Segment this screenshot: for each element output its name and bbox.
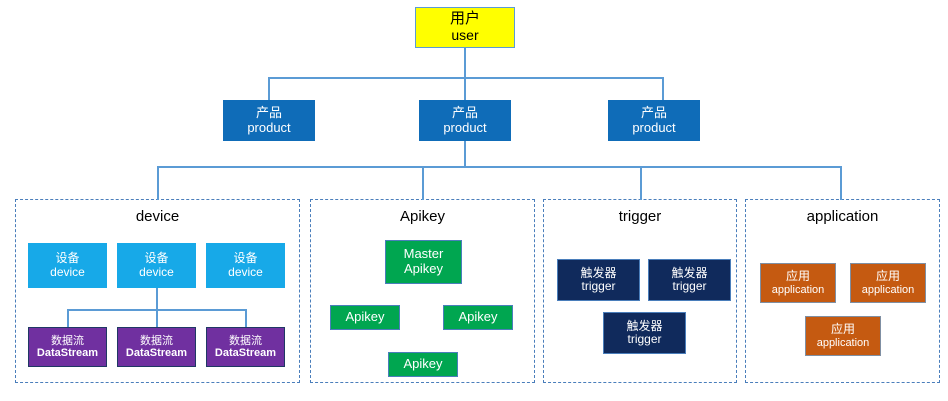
node-user-label-en: user (451, 27, 479, 44)
node-trigger-2[interactable]: 触发器 trigger (648, 259, 731, 301)
node-apikey-3[interactable]: Apikey (388, 352, 458, 377)
node-apikey-1-label: Apikey (345, 309, 385, 325)
node-product-1-label-en: product (247, 119, 291, 135)
connector-product-bus (268, 77, 664, 79)
node-application-3-label-en: application (816, 336, 870, 349)
node-datastream-1[interactable]: 数据流 DataStream (28, 327, 107, 367)
node-application-1-label-cn: 应用 (785, 269, 810, 284)
node-trigger-3-label-en: trigger (627, 332, 662, 346)
node-device-3-label-en: device (228, 264, 263, 279)
node-trigger-1[interactable]: 触发器 trigger (557, 259, 640, 301)
node-product-2-label-en: product (443, 119, 487, 135)
node-application-2[interactable]: 应用 application (850, 263, 926, 303)
connector-product-1 (268, 77, 270, 101)
node-apikey-2[interactable]: Apikey (443, 305, 513, 330)
node-datastream-3-label-en: DataStream (214, 347, 277, 359)
node-apikey-master-label: Master Apikey (403, 246, 444, 276)
node-trigger-3[interactable]: 触发器 trigger (603, 312, 686, 354)
node-application-1-label-en: application (771, 283, 825, 296)
connector-datastream-1 (67, 309, 69, 327)
node-apikey-3-label: Apikey (403, 356, 443, 372)
node-application-2-label-cn: 应用 (875, 269, 900, 284)
connector-datastream-3 (245, 309, 247, 327)
node-apikey-2-label: Apikey (458, 309, 498, 325)
node-device-1-label-en: device (50, 264, 85, 279)
node-device-3-label-cn: 设备 (233, 251, 258, 266)
node-apikey-1[interactable]: Apikey (330, 305, 400, 330)
panel-device-title: device (135, 208, 180, 225)
connector-panel-trigger (640, 166, 642, 200)
node-trigger-2-label-cn: 触发器 (671, 265, 708, 280)
connector-product-2 (464, 77, 466, 101)
panel-trigger-title: trigger (618, 208, 662, 225)
connector-panel-device (157, 166, 159, 200)
node-trigger-2-label-en: trigger (672, 279, 707, 293)
node-device-1[interactable]: 设备 device (28, 243, 107, 288)
node-datastream-3[interactable]: 数据流 DataStream (206, 327, 285, 367)
panel-application (745, 199, 940, 383)
node-trigger-1-label-en: trigger (581, 279, 616, 293)
connector-product-3 (662, 77, 664, 101)
node-datastream-1-label-cn: 数据流 (51, 334, 84, 347)
node-datastream-1-label-en: DataStream (36, 347, 99, 359)
panel-apikey-title: Apikey (399, 208, 446, 225)
node-device-2-label-en: device (139, 264, 174, 279)
connector-user-down (464, 47, 466, 79)
node-trigger-1-label-cn: 触发器 (580, 265, 617, 280)
node-device-2-label-cn: 设备 (144, 251, 169, 266)
node-datastream-2[interactable]: 数据流 DataStream (117, 327, 196, 367)
node-device-2[interactable]: 设备 device (117, 243, 196, 288)
node-application-3[interactable]: 应用 application (805, 316, 881, 356)
node-apikey-master[interactable]: Master Apikey (385, 240, 462, 284)
node-datastream-2-label-en: DataStream (125, 347, 188, 359)
node-product-3[interactable]: 产品 product (608, 100, 700, 141)
panel-application-title: application (806, 208, 879, 225)
node-trigger-3-label-cn: 触发器 (626, 318, 663, 333)
node-datastream-2-label-cn: 数据流 (140, 334, 173, 347)
node-device-1-label-cn: 设备 (55, 251, 80, 266)
node-application-2-label-en: application (861, 283, 915, 296)
node-application-3-label-cn: 应用 (830, 322, 855, 337)
connector-device-down (156, 288, 158, 311)
node-product-2[interactable]: 产品 product (419, 100, 511, 141)
node-user[interactable]: 用户 user (415, 7, 515, 48)
connector-panel-apikey (422, 166, 424, 200)
node-application-1[interactable]: 应用 application (760, 263, 836, 303)
connector-datastream-2 (156, 309, 158, 327)
node-product-1[interactable]: 产品 product (223, 100, 315, 141)
connector-panel-application (840, 166, 842, 200)
node-product-3-label-en: product (632, 119, 676, 135)
node-product-3-label-cn: 产品 (640, 104, 667, 120)
node-device-3[interactable]: 设备 device (206, 243, 285, 288)
node-product-2-label-cn: 产品 (451, 104, 478, 120)
connector-panel-bus (157, 166, 842, 168)
node-product-1-label-cn: 产品 (255, 104, 282, 120)
node-datastream-3-label-cn: 数据流 (229, 334, 262, 347)
connector-product-down (464, 141, 466, 168)
node-user-label-cn: 用户 (449, 10, 480, 28)
